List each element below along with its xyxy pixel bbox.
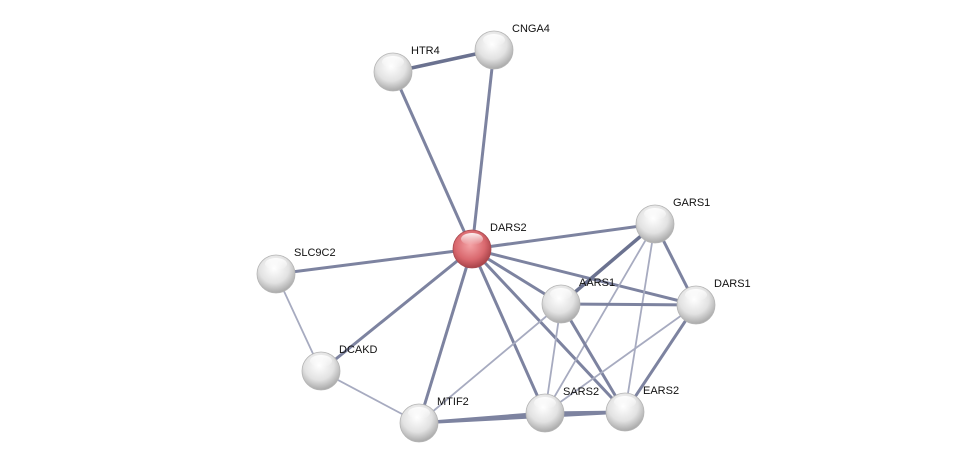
node-dars1[interactable]: DARS1 xyxy=(676,278,751,325)
edge-dars2-dars1[interactable] xyxy=(471,247,697,307)
node-highlight xyxy=(614,396,636,408)
edge-dars2-ears2[interactable] xyxy=(470,247,627,414)
node-label: SARS2 xyxy=(563,386,599,398)
node-highlight xyxy=(483,34,505,46)
node-label: AARS1 xyxy=(579,277,615,289)
node-label: DARS1 xyxy=(714,278,751,290)
edge-htr4-dars2[interactable] xyxy=(391,71,474,250)
edge-aars1-ears2[interactable] xyxy=(559,303,627,413)
node-label: DCAKD xyxy=(339,344,378,356)
node-label: DARS2 xyxy=(490,222,527,234)
edge-dars1-sars2[interactable] xyxy=(544,304,697,414)
node-label: MTIF2 xyxy=(437,396,469,408)
edge-gars1-sars2[interactable] xyxy=(544,223,656,414)
node-ears2[interactable]: EARS2 xyxy=(605,385,679,432)
node-highlight xyxy=(685,289,707,301)
node-dars2[interactable]: DARS2 xyxy=(452,222,527,269)
node-htr4[interactable]: HTR4 xyxy=(373,45,440,92)
edge-dars2-slc9c2[interactable] xyxy=(275,247,473,276)
edge-dars1-ears2[interactable] xyxy=(623,304,698,413)
edge-dars2-dcakd[interactable] xyxy=(320,247,473,373)
node-slc9c2[interactable]: SLC9C2 xyxy=(256,247,336,294)
edge-dars2-mtif2[interactable] xyxy=(417,248,474,424)
node-highlight xyxy=(382,56,404,68)
node-cnga4[interactable]: CNGA4 xyxy=(474,23,550,70)
edge-cnga4-dars2[interactable] xyxy=(470,49,496,250)
edge-gars1-ears2[interactable] xyxy=(624,223,656,413)
node-label: CNGA4 xyxy=(512,23,550,35)
node-highlight xyxy=(310,355,332,367)
edge-gars1-aars1[interactable] xyxy=(559,222,657,306)
node-highlight xyxy=(408,407,430,419)
edge-aars1-dars1[interactable] xyxy=(560,302,697,307)
node-aars1[interactable]: AARS1 xyxy=(541,277,615,324)
node-highlight xyxy=(550,288,572,300)
edge-dars2-gars1[interactable] xyxy=(471,222,656,251)
node-highlight xyxy=(461,233,483,245)
edge-dars2-sars2[interactable] xyxy=(470,248,547,414)
node-label: EARS2 xyxy=(643,385,679,397)
node-label: SLC9C2 xyxy=(294,247,336,259)
node-dcakd[interactable]: DCAKD xyxy=(301,344,378,391)
node-sars2[interactable]: SARS2 xyxy=(525,386,599,433)
node-label: GARS1 xyxy=(673,197,710,209)
node-mtif2[interactable]: MTIF2 xyxy=(399,396,469,443)
node-highlight xyxy=(534,397,556,409)
edge-mtif2-aars1[interactable] xyxy=(418,303,562,424)
node-label: HTR4 xyxy=(411,45,440,57)
node-highlight xyxy=(265,258,287,270)
node-highlight xyxy=(644,208,666,220)
node-gars1[interactable]: GARS1 xyxy=(635,197,710,244)
